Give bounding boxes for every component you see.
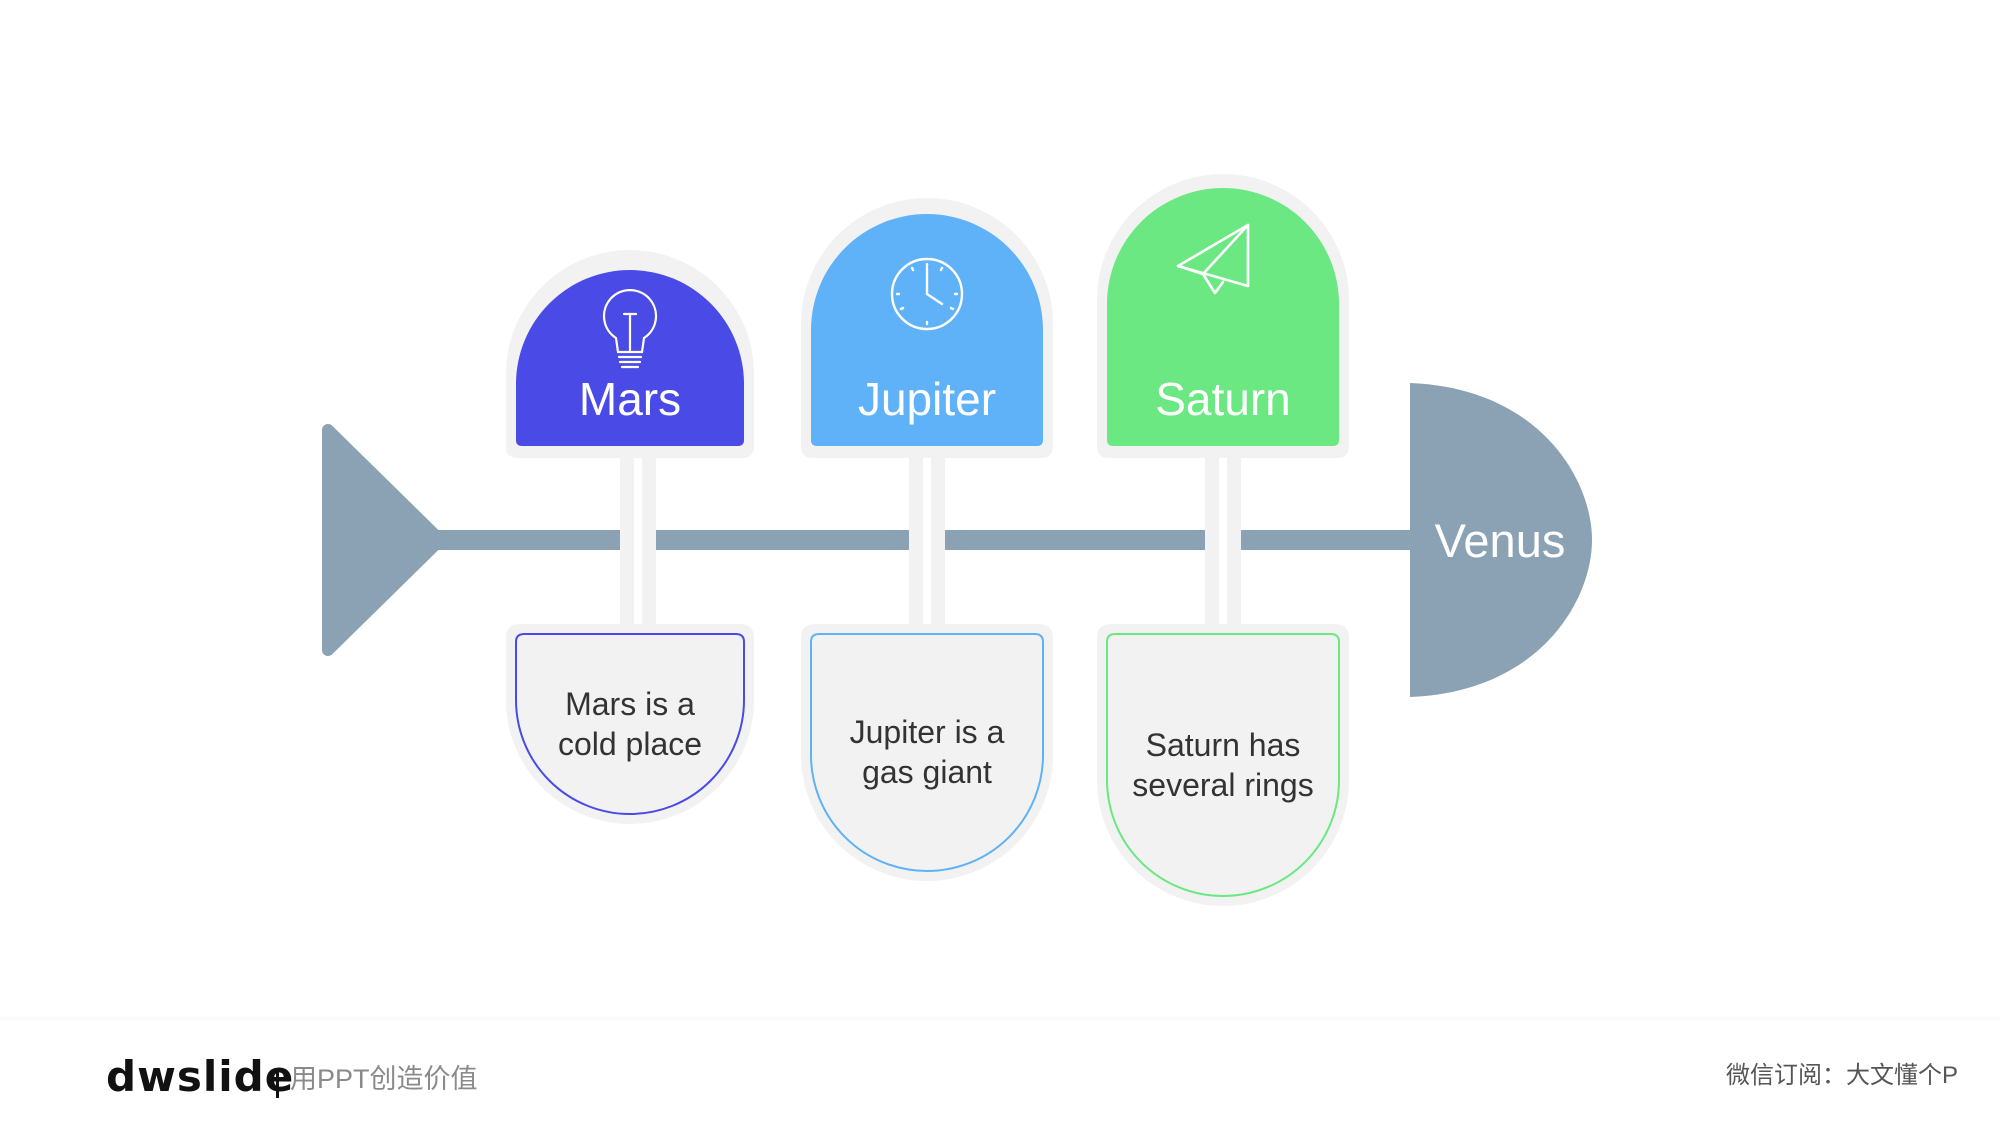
bottom-card — [515, 633, 745, 815]
brand-logo: dwslide — [106, 1052, 295, 1101]
category-title: Mars — [579, 373, 681, 425]
bottom-card — [810, 633, 1044, 872]
category-title: Jupiter — [858, 373, 996, 425]
top-card — [1107, 188, 1339, 446]
description-line-1: Saturn has — [1146, 727, 1301, 763]
category-mars: Mars Mars is a cold place — [506, 250, 754, 824]
connector — [634, 454, 642, 628]
description-line-2: cold place — [558, 726, 702, 762]
lightbulb-icon — [602, 288, 658, 369]
category-jupiter: Jupiter Jupiter is a gas giant — [801, 198, 1053, 881]
description-line-1: Mars is a — [565, 686, 695, 722]
bottom-card — [1106, 633, 1340, 897]
fish-tail — [322, 424, 446, 656]
brand-separator — [276, 1072, 279, 1098]
description-line-1: Jupiter is a — [850, 714, 1005, 750]
connector — [923, 454, 931, 628]
description-line-2: gas giant — [862, 754, 992, 790]
connector — [1219, 454, 1227, 628]
category-title: Saturn — [1155, 373, 1291, 425]
brand-tagline: 用PPT创造价值 — [290, 1064, 478, 1094]
description-line-2: several rings — [1132, 767, 1313, 803]
category-saturn: Saturn Saturn has several rings — [1097, 174, 1349, 906]
head-label: Venus — [1435, 514, 1566, 567]
wechat-subscription: 微信订阅：大文懂个P — [1725, 1062, 1958, 1089]
footer-bar — [0, 1020, 2000, 1125]
paper-plane-icon — [1176, 223, 1250, 295]
fish-head — [1410, 383, 1592, 697]
clock-icon — [890, 257, 964, 331]
